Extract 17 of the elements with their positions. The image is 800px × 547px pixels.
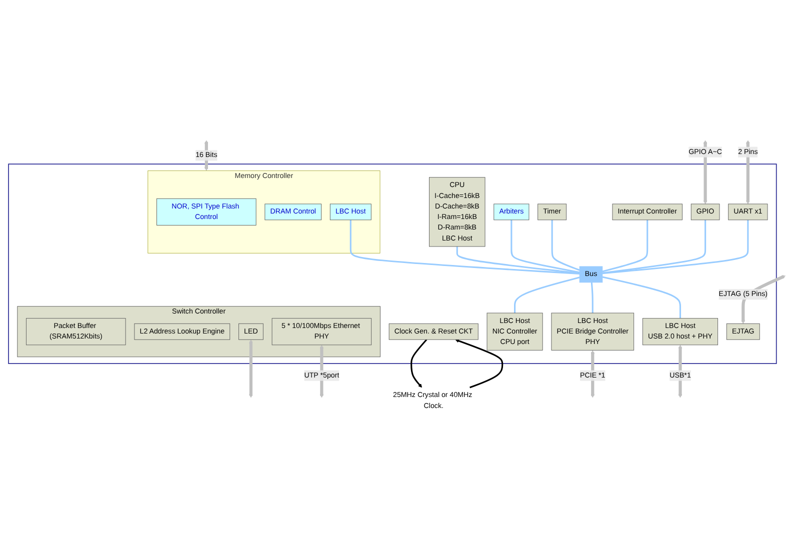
arrow [455, 338, 504, 388]
bus-connector [602, 219, 706, 274]
bus-connector [602, 276, 682, 318]
bus-connector [590, 282, 594, 312]
arrow [746, 140, 750, 204]
arrow [249, 339, 253, 398]
arrow [410, 338, 428, 388]
bus-connector [602, 219, 648, 272]
bus-connector [510, 219, 580, 273]
cluster [8, 163, 777, 364]
arrow [678, 344, 682, 398]
bus-connector [551, 219, 580, 270]
bus-connector [350, 219, 580, 274]
arrow [703, 140, 708, 204]
bus-connector [456, 246, 580, 274]
bus-connector [602, 219, 749, 274]
bus-connector [514, 276, 580, 312]
